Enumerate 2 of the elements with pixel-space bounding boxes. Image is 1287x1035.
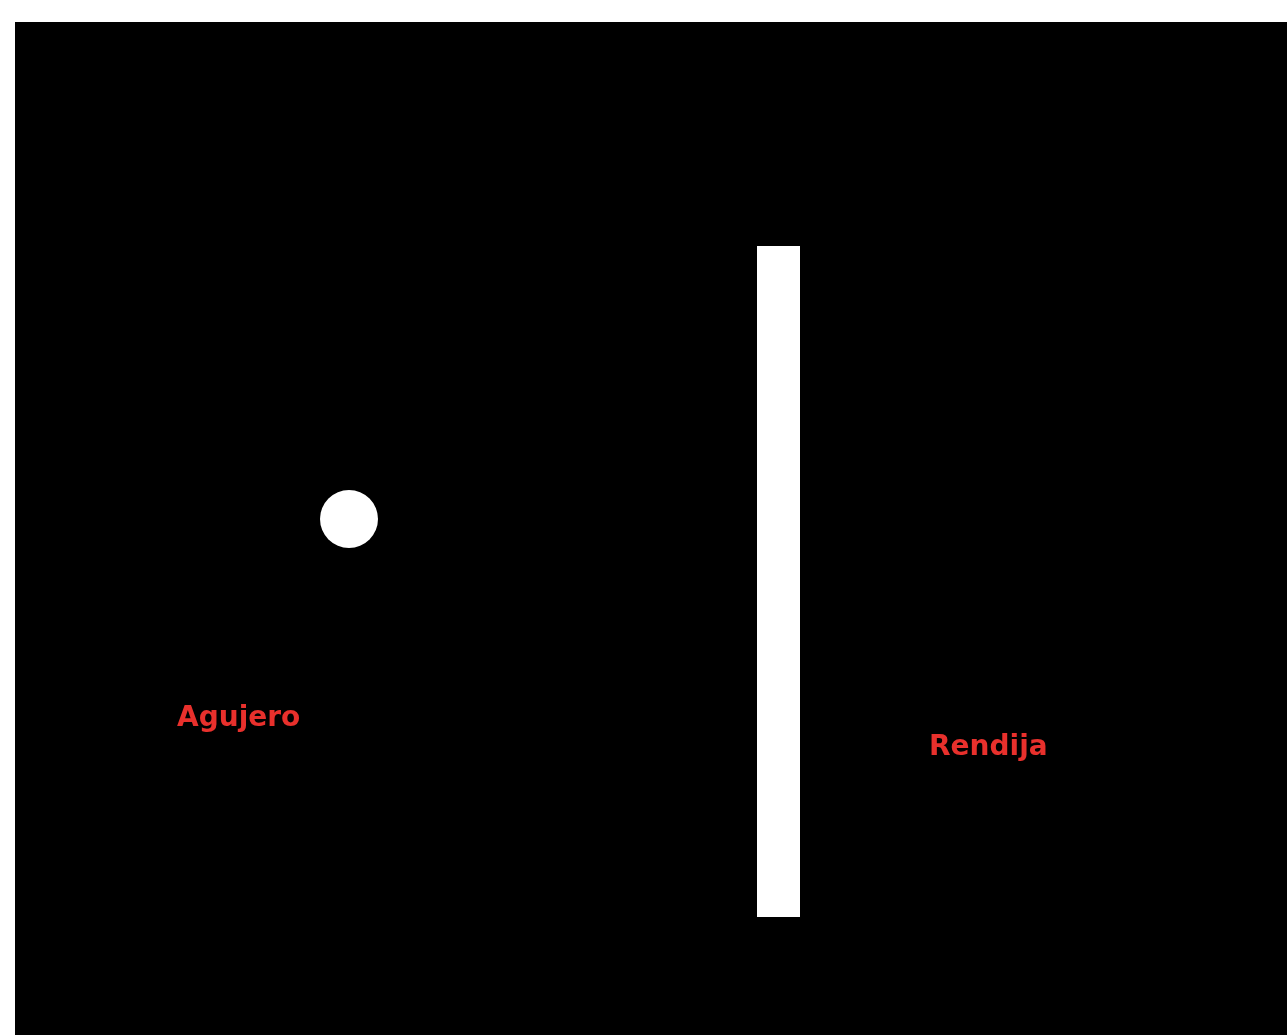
part-label: Rendija — [929, 729, 1048, 763]
part-label: Agujero — [177, 700, 301, 734]
